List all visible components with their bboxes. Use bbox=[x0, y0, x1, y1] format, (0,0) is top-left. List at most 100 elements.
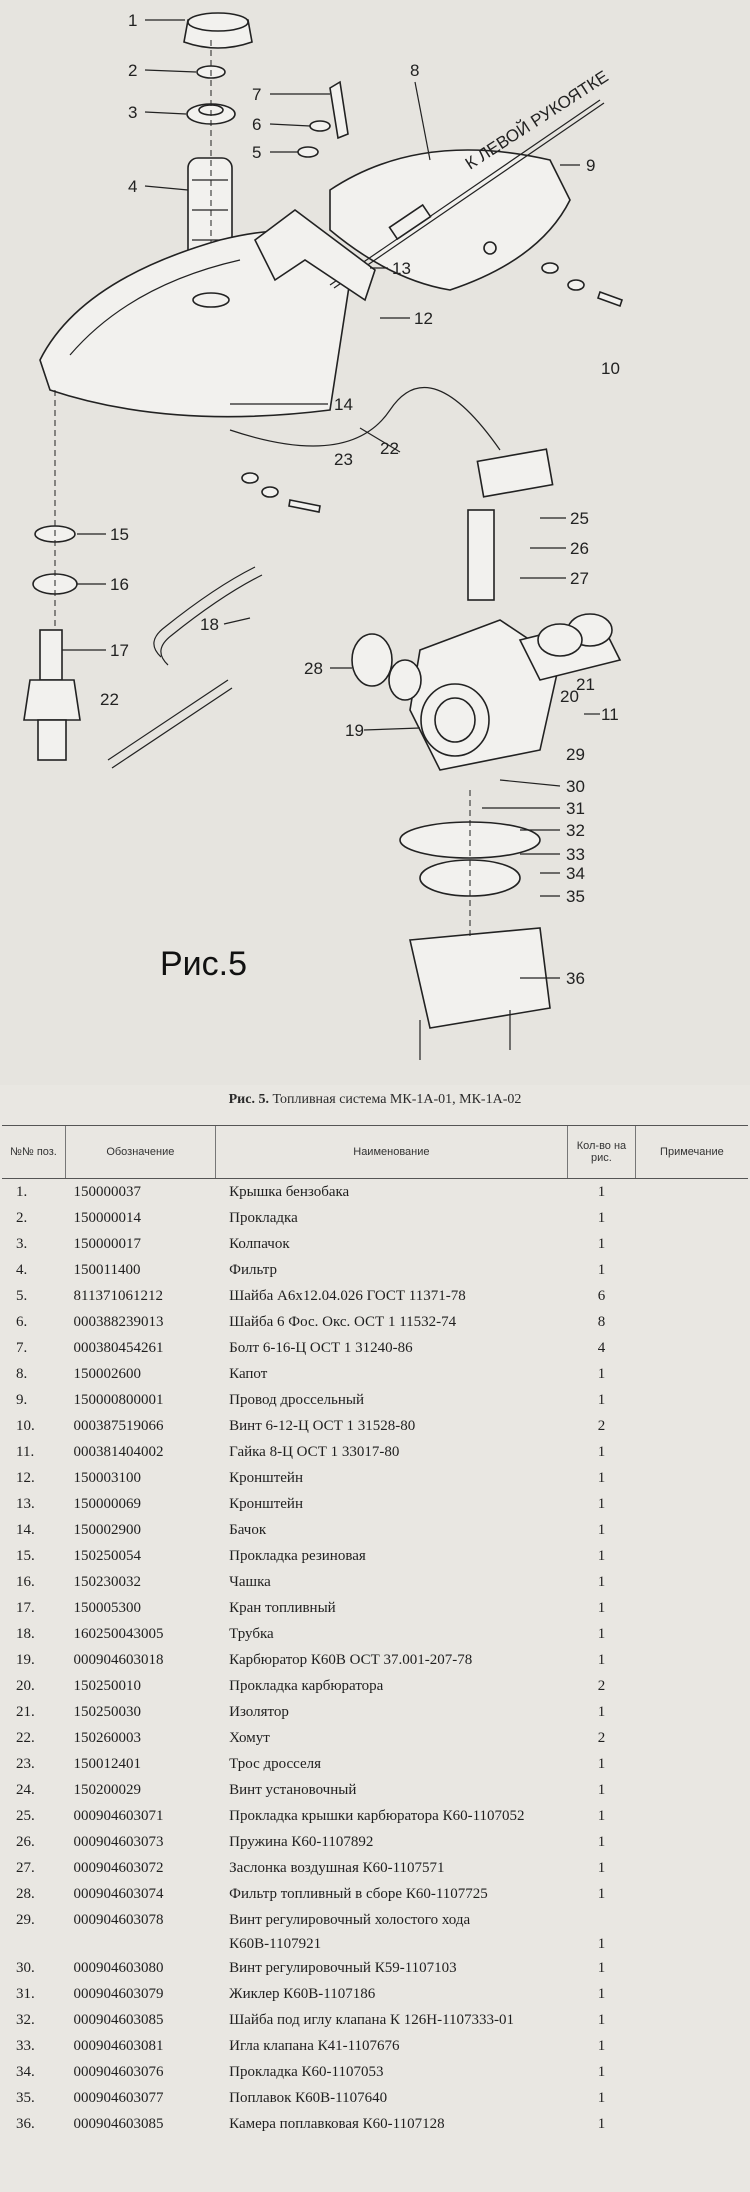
svg-text:6: 6 bbox=[252, 115, 261, 134]
part-quantity: 4 bbox=[597, 1339, 606, 1356]
row-number: 11. bbox=[16, 1443, 35, 1460]
part-note bbox=[635, 1725, 748, 1751]
part-note bbox=[635, 2059, 748, 2085]
part-note bbox=[635, 1231, 748, 1257]
row-number: 7. bbox=[16, 1339, 28, 1356]
part-name: Крышка бензобака bbox=[229, 1183, 350, 1200]
part-name: Кронштейн bbox=[229, 1495, 303, 1512]
part-name: Поплавок К60В-1107640 bbox=[229, 2089, 388, 2106]
part-quantity: 1 bbox=[597, 1521, 606, 1538]
callout-labels: 1 2 3 4 5 6 7 8 9 10 11 12 13 14 15 16 1… bbox=[62, 11, 620, 988]
part-note bbox=[635, 1955, 748, 1981]
row-number: 27. bbox=[16, 1859, 35, 1876]
row-number: 25. bbox=[16, 1807, 35, 1824]
fuel-valve-part bbox=[23, 679, 81, 721]
diagram-canvas: К ЛЕВОЙ РУКОЯТКЕ 1 2 3 4 5 6 7 8 9 10 11… bbox=[0, 0, 750, 1085]
part-code: 000904603081 bbox=[73, 2037, 164, 2054]
part-name: Изолятор bbox=[229, 1703, 289, 1720]
part-note bbox=[635, 1933, 748, 1955]
row-number: 21. bbox=[16, 1703, 35, 1720]
part-quantity: 2 bbox=[597, 1677, 606, 1694]
svg-text:35: 35 bbox=[566, 887, 585, 906]
part-name: Прокладка резиновая bbox=[229, 1547, 366, 1564]
part-code: 150011400 bbox=[73, 1261, 141, 1278]
part-note bbox=[635, 1179, 748, 1206]
svg-text:22: 22 bbox=[380, 439, 399, 458]
part-code: 000904603077 bbox=[73, 2089, 164, 2106]
part-quantity: 1 bbox=[597, 1985, 606, 2002]
part-name: Бачок bbox=[229, 1521, 267, 1538]
part-quantity: 1 bbox=[597, 1261, 606, 1278]
part-name: Провод дроссельный bbox=[229, 1391, 365, 1408]
part-note bbox=[635, 1361, 748, 1387]
header-note: Примечание bbox=[634, 1125, 748, 1179]
part-quantity: 1 bbox=[597, 1651, 606, 1668]
row-number: 3. bbox=[16, 1235, 28, 1252]
part-code: 811371061212 bbox=[73, 1287, 163, 1304]
part-quantity: 1 bbox=[597, 1885, 606, 1902]
part-note bbox=[635, 1907, 748, 1933]
svg-text:31: 31 bbox=[566, 799, 585, 818]
part-name: Прокладка карбюратора bbox=[229, 1677, 384, 1694]
part-note bbox=[635, 1673, 748, 1699]
row-number: 17. bbox=[16, 1599, 35, 1616]
svg-text:10: 10 bbox=[601, 359, 620, 378]
row-number: 31. bbox=[16, 1985, 35, 2002]
row-number bbox=[2, 1933, 66, 1955]
part-name: Винт регулировочный холостого хода bbox=[229, 1911, 471, 1928]
part-quantity: 1 bbox=[597, 1755, 606, 1772]
part-note bbox=[635, 1335, 748, 1361]
row-number: 14. bbox=[16, 1521, 35, 1538]
svg-text:20: 20 bbox=[560, 687, 579, 706]
part-note bbox=[635, 1803, 748, 1829]
part-code: 000904603085 bbox=[73, 2011, 164, 2028]
part-code: 000904603072 bbox=[73, 1859, 164, 1876]
figure-label: Рис.5 bbox=[160, 945, 247, 983]
part-code: 000904603078 bbox=[73, 1911, 164, 1928]
part-code: 150002900 bbox=[73, 1521, 142, 1538]
part-note bbox=[635, 2085, 748, 2111]
row-number: 10. bbox=[16, 1417, 35, 1434]
part-name: Фильтр топливный в сборе К60-1107725 bbox=[229, 1885, 488, 1902]
part-note bbox=[635, 2033, 748, 2059]
parts-table: №№ поз. Обозначение Наименование Кол-во … bbox=[2, 1125, 748, 2137]
part-code: 000380454261 bbox=[73, 1339, 164, 1356]
part-note bbox=[635, 1517, 748, 1543]
row-number: 32. bbox=[16, 2011, 35, 2028]
hood-part bbox=[329, 149, 571, 291]
part-code: 000387519066 bbox=[73, 1417, 164, 1434]
row-number: 5. bbox=[16, 1287, 28, 1304]
part-name: Фильтр bbox=[229, 1261, 278, 1278]
svg-text:7: 7 bbox=[252, 85, 261, 104]
row-number: 4. bbox=[16, 1261, 28, 1278]
row-number: 6. bbox=[16, 1313, 28, 1330]
part-note bbox=[635, 1647, 748, 1673]
part-note bbox=[635, 1751, 748, 1777]
row-number: 33. bbox=[16, 2037, 35, 2054]
part-note bbox=[635, 1881, 748, 1907]
part-code: 150012401 bbox=[73, 1755, 142, 1772]
part-code: 000381404002 bbox=[73, 1443, 164, 1460]
part-note bbox=[635, 1855, 748, 1881]
svg-text:32: 32 bbox=[566, 821, 585, 840]
part-name: Камера поплавковая К60-1107128 bbox=[229, 2115, 445, 2132]
svg-text:22: 22 bbox=[100, 690, 119, 709]
part-quantity: 1 bbox=[597, 1599, 606, 1616]
part-code: 000904603080 bbox=[73, 1959, 164, 1976]
